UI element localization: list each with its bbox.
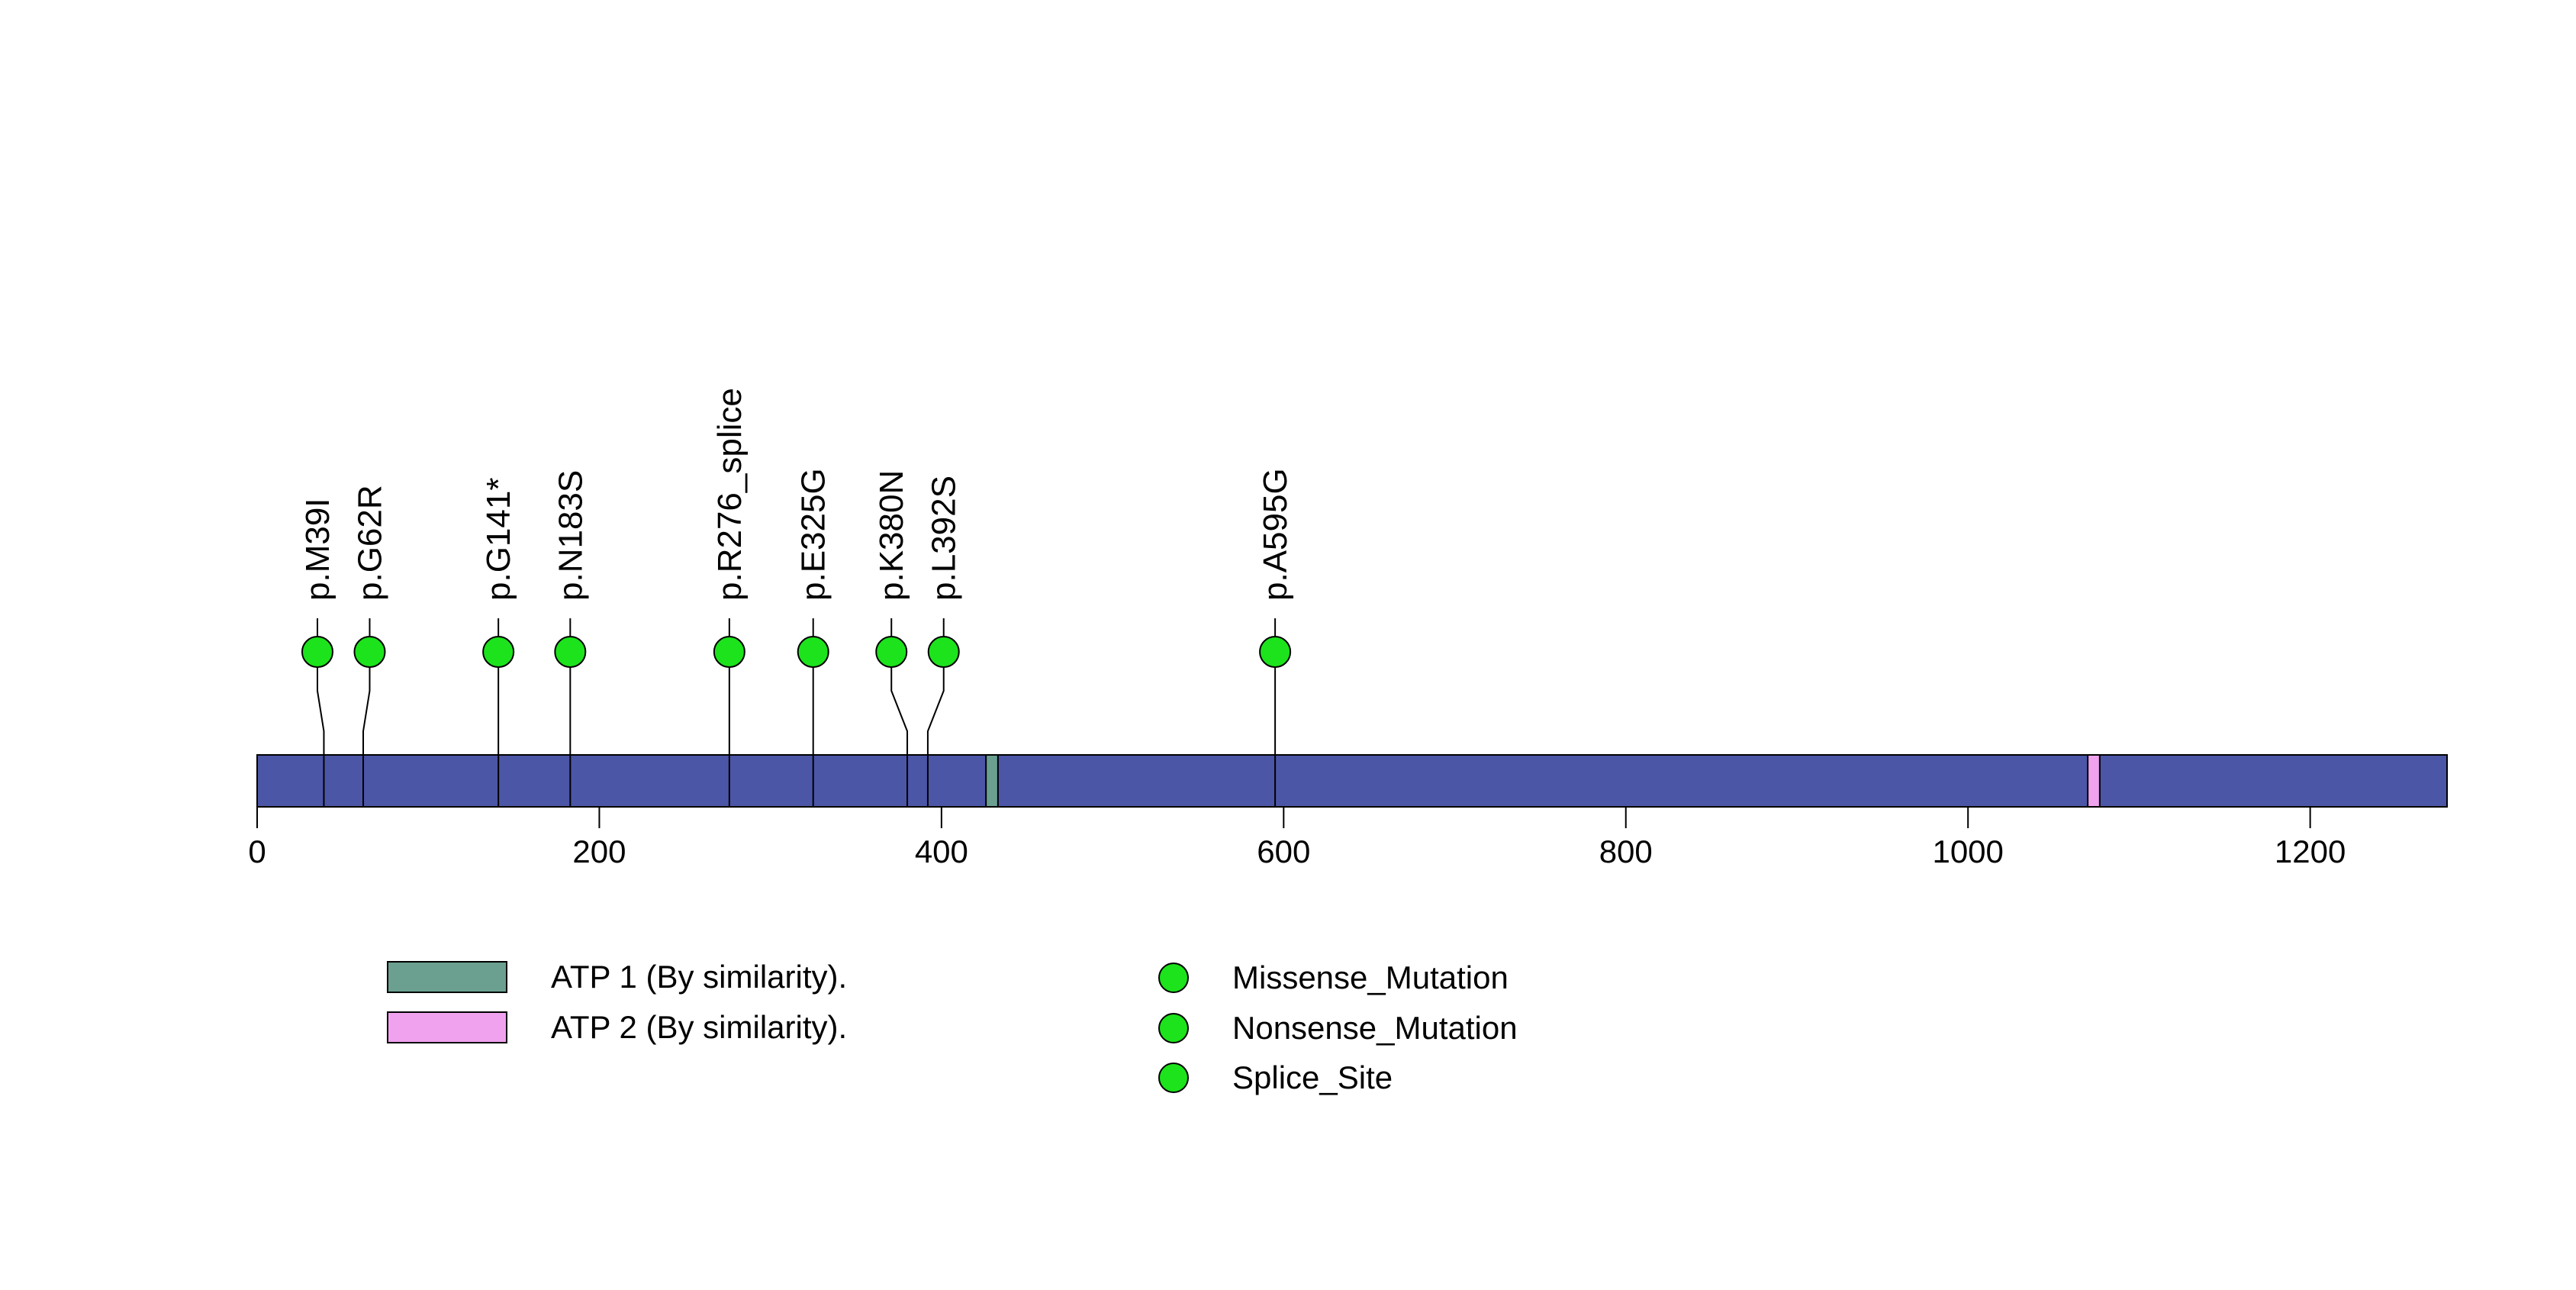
mutation-circle xyxy=(482,636,515,668)
domain-legend-row: ATP 2 (By similarity). xyxy=(387,1011,847,1043)
domain-region-0 xyxy=(985,754,999,808)
axis-tick-label: 0 xyxy=(248,834,266,869)
mutation-type-legend-label: Nonsense_Mutation xyxy=(1232,1010,1518,1046)
mutation-label: p.N183S xyxy=(552,470,589,601)
mutation-circle xyxy=(797,636,829,668)
mutation-label: p.G141* xyxy=(480,478,517,601)
mutation-label: p.M39I xyxy=(299,498,336,601)
mutation-label: p.L392S xyxy=(926,476,963,601)
mutation-circle xyxy=(713,636,745,668)
protein-backbone-bar xyxy=(256,754,2448,808)
axis-tick-label: 200 xyxy=(572,834,626,869)
domain-swatch-atp1 xyxy=(387,961,507,993)
mutation-label: p.K380N xyxy=(873,470,910,601)
mutation-type-legend-row: Nonsense_Mutation xyxy=(1158,1012,1518,1044)
domain-legend-row: ATP 1 (By similarity). xyxy=(387,961,847,993)
mutation-circle xyxy=(301,636,333,668)
mutation-label: p.R276_splice xyxy=(711,388,749,601)
axis-tick-label: 600 xyxy=(1257,834,1310,869)
mutation-circle xyxy=(1259,636,1292,668)
mutation-type-legend-label: Splice_Site xyxy=(1232,1059,1393,1095)
domain-region-1 xyxy=(2087,754,2101,808)
mutation-circle xyxy=(353,636,386,668)
mutation-type-legend-label: Missense_Mutation xyxy=(1232,959,1509,995)
mutation-circle xyxy=(927,636,960,668)
axis-tick-label: 1200 xyxy=(2275,834,2346,869)
mutation-type-marker-nonsense xyxy=(1158,1013,1189,1043)
axis-tick-label: 400 xyxy=(915,834,968,869)
mutation-label: p.A595G xyxy=(1257,468,1294,601)
mutation-type-legend-row: Missense_Mutation xyxy=(1158,962,1509,994)
mutation-type-legend-row: Splice_Site xyxy=(1158,1062,1393,1094)
axis-tick-label: 1000 xyxy=(1932,834,2003,869)
mutation-type-marker-splice xyxy=(1158,1063,1189,1093)
mutation-circle xyxy=(875,636,908,668)
domain-swatch-atp2 xyxy=(387,1011,507,1043)
domain-legend-label: ATP 2 (By similarity). xyxy=(551,1009,848,1045)
axis-tick-label: 800 xyxy=(1599,834,1653,869)
mutation-label: p.E325G xyxy=(795,468,832,601)
mutation-circle xyxy=(554,636,587,668)
mutation-label: p.G62R xyxy=(351,485,388,601)
domain-legend-label: ATP 1 (By similarity). xyxy=(551,959,848,995)
mutation-type-marker-missense xyxy=(1158,963,1189,993)
